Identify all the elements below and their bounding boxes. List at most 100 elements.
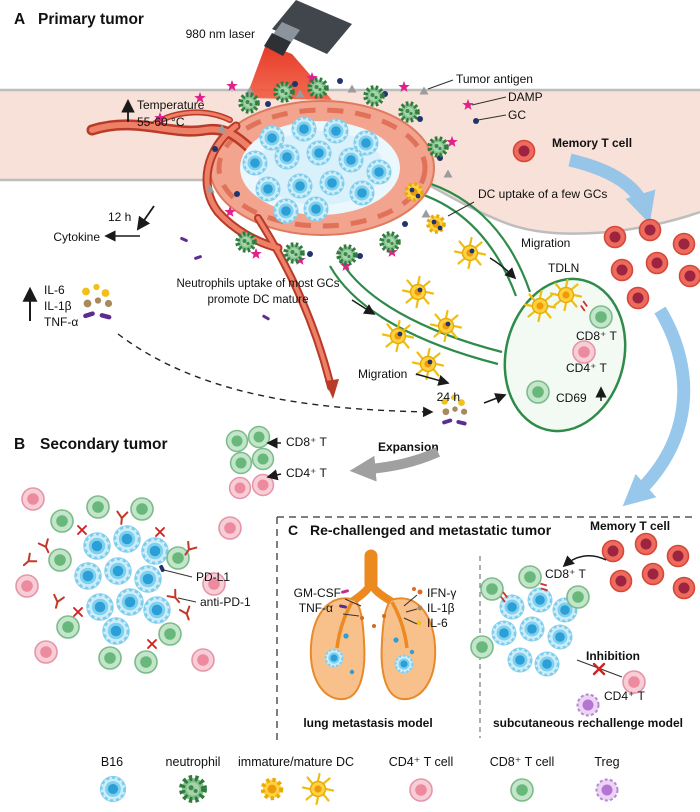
memory-t-cell: [512, 139, 536, 163]
memory-t-cells-rechallenge: [601, 532, 696, 600]
memory-t-cell: [601, 539, 625, 563]
inhibit-x-icon: [77, 525, 87, 535]
memory-t-cell: [666, 544, 690, 568]
cd8-t-cell: [470, 635, 494, 659]
antibody-icon: [19, 552, 38, 570]
cd8-t-cell: [98, 646, 122, 670]
legend-treg-label: Treg: [594, 755, 619, 769]
memory-t-cell: [634, 532, 658, 556]
antibody-icon: [50, 593, 65, 611]
lung-model-label: lung metastasis model: [303, 716, 432, 730]
b16-cell: [290, 115, 318, 143]
lung-cytokine-icons: [339, 587, 423, 626]
tumor-draining-lymph-node: [503, 277, 627, 433]
dc-mature-cell: [401, 275, 435, 309]
b16-cell: [101, 616, 131, 646]
pd-l1-icon: [159, 564, 165, 573]
migration-arrow-lower: [415, 373, 450, 386]
dc-mature-cell: [381, 319, 415, 353]
b16-cell: [518, 615, 546, 643]
b16-cell: [142, 595, 172, 625]
24h-label: 24 h: [437, 390, 460, 404]
legend-dc-label: immature/mature DC: [238, 755, 354, 769]
b16-cell: [337, 146, 365, 174]
legend-cd4-label: CD4⁺ T cell: [389, 755, 454, 769]
migration-arrow-mid: [351, 299, 376, 315]
tumor-cell-cluster: [240, 115, 400, 225]
neutrophil-cell: [276, 84, 293, 101]
dc-mature-cell: [429, 309, 463, 343]
b16-cell: [546, 623, 574, 651]
lungs: [309, 549, 437, 701]
neutrophil-uptake-line1: Neutrophils uptake of most GCs: [177, 278, 340, 290]
memory-t-label-c: Memory T cell: [590, 519, 670, 533]
b16-cell: [112, 524, 142, 554]
expansion-arrow: [349, 447, 440, 482]
cd4-t-cell: [572, 340, 596, 364]
memory-flow-arrow-1: [568, 153, 656, 224]
inhibit-x-icon: [73, 607, 83, 617]
migration-arrow-upper: [489, 257, 517, 280]
neutrophil-cell: [238, 234, 255, 251]
expansion-arrows: [266, 437, 282, 481]
dc-uptake-label: DC uptake of a few GCs: [478, 187, 607, 201]
cytokine-molecules-icon: [82, 283, 113, 320]
neutrophil-cell: [366, 88, 383, 105]
anti-pd1-label: anti-PD-1: [200, 595, 251, 609]
b16-cell: [365, 158, 393, 186]
cd8-t-cell: [251, 447, 275, 471]
cd8-t-cell: [130, 497, 154, 521]
cd8-t-cell: [158, 622, 182, 646]
anti-pd1-antibody-icon: [166, 588, 184, 607]
cd4-t-cell: [15, 574, 39, 598]
il6-label: IL-6: [44, 283, 65, 297]
panel-b-letter: B: [14, 436, 25, 453]
panel-c-title: Re-challenged and metastatic tumor: [310, 522, 552, 538]
b16-cell: [394, 654, 414, 674]
ifng-label: IFN-γ: [427, 586, 456, 600]
laser-device: [264, 0, 352, 56]
legend-cd8-label: CD8⁺ T cell: [490, 755, 555, 769]
dc-mature-cell: [523, 289, 557, 323]
legend-neutrophil-label: neutrophil: [166, 755, 221, 769]
cd4-expansion-label: CD4⁺ T: [286, 466, 327, 480]
panel-b-pointer-lines: [163, 569, 197, 603]
neutrophil-uptake-line2: promote DC mature: [208, 294, 309, 306]
tdln-label: TDLN: [548, 261, 579, 275]
neutrophil-cell: [401, 104, 418, 121]
il1b-label: IL-1β: [44, 299, 72, 313]
panel-a-letter: A: [14, 11, 25, 28]
memory-t-cells-primary: [603, 218, 700, 310]
cd8-t-cell: [56, 615, 80, 639]
legend-cd8-icon: [510, 778, 534, 802]
b16-cell: [498, 593, 526, 621]
legend-treg-icon: [595, 778, 619, 802]
treg-cell: [576, 693, 600, 717]
memory-t-cell: [641, 562, 665, 586]
b16-cell: [322, 117, 350, 145]
memory-t-cell: [638, 218, 662, 242]
cd8-t-cell: [48, 548, 72, 572]
inhibition-label: Inhibition: [586, 649, 640, 663]
cd8-t-cell: [225, 429, 249, 453]
b16-cell: [272, 197, 300, 225]
memory-t-cell: [610, 258, 634, 282]
legend-b16-icon: [99, 775, 127, 803]
b16-cell: [302, 195, 330, 223]
memory-t-cell: [603, 225, 627, 249]
panel-b-title: Secondary tumor: [40, 436, 167, 453]
memory-t-label-a: Memory T cell: [552, 136, 632, 150]
b16-cell: [254, 175, 282, 203]
cd8-expansion-label: CD8⁺ T: [286, 435, 327, 449]
cd8-t-cell: [480, 577, 504, 601]
expansion-label: Expansion: [378, 440, 439, 454]
inhibit-x-icon: [147, 639, 157, 649]
panel-a-arrows: [22, 98, 607, 404]
expansion-clusters: [225, 425, 275, 500]
tnfa-label-c: TNF-α: [299, 601, 333, 615]
cd8-t-cell: [518, 565, 542, 589]
dendritic-cells: [381, 182, 487, 381]
memory-t-cell: [678, 264, 700, 288]
b16-cell: [490, 619, 518, 647]
